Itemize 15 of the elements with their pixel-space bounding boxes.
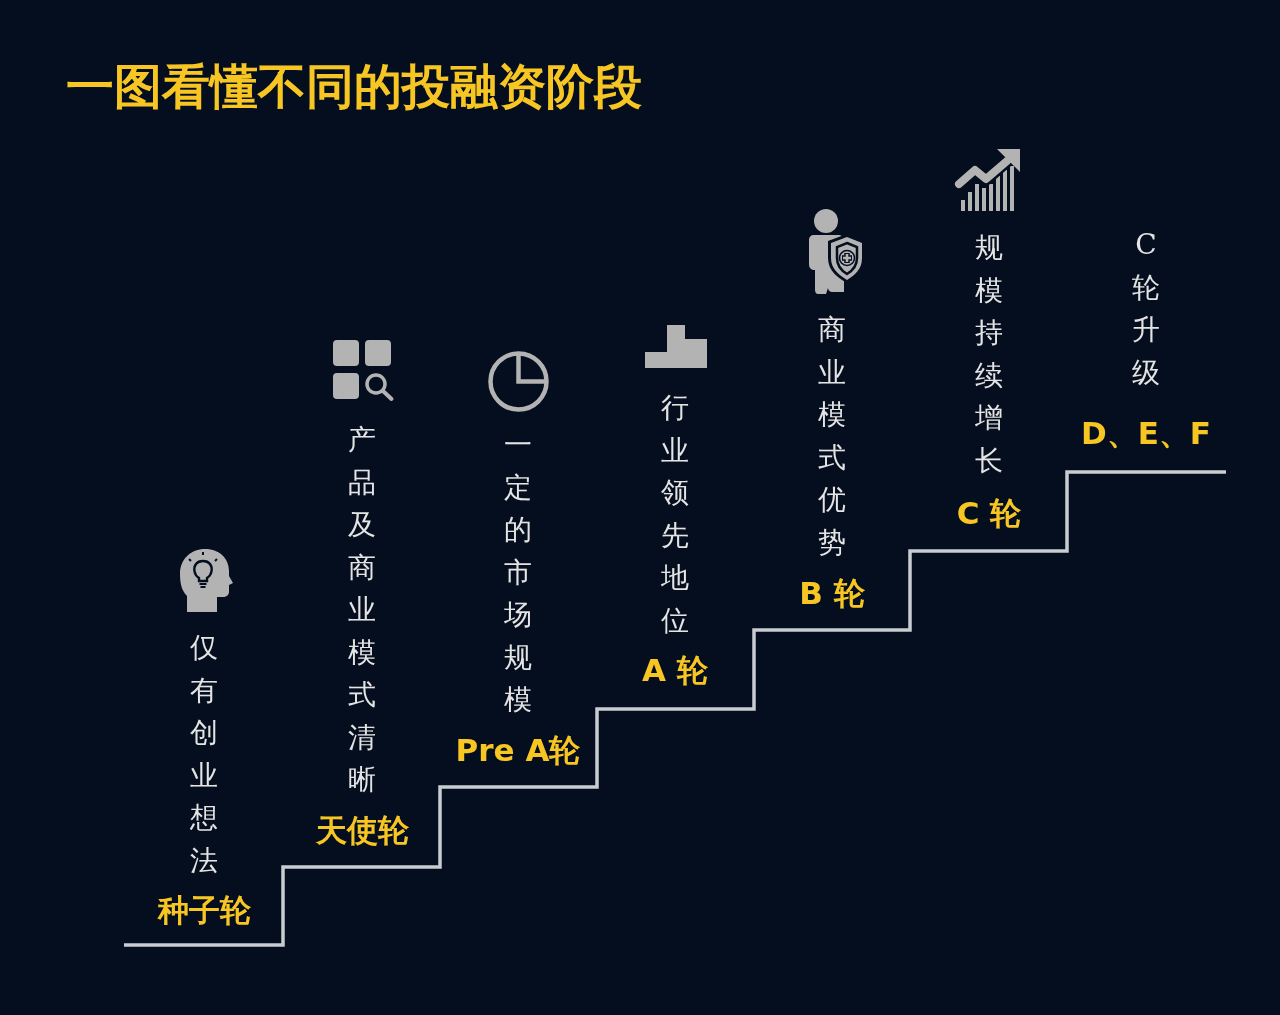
stage-name: 种子轮 [157,891,251,929]
stage-description: C轮升级 [1132,227,1160,391]
stage-name: C 轮 [956,494,1022,532]
stage-description: 行业领先地位 [661,390,689,639]
stage-name: A 轮 [642,651,708,689]
stage-description: 仅有创业想法 [190,630,218,879]
stage-description: 一定的市场规模 [504,427,532,718]
stage-description: 规模持续增长 [975,230,1003,479]
stage-name: 天使轮 [315,811,409,849]
stage-name: B 轮 [799,574,865,612]
title: 一图看懂不同的投融资阶段 [66,57,642,116]
stage-name: D、E、F [1080,414,1212,452]
stage-description: 商业模式优势 [818,312,846,561]
stage-description: 产品及商业模式清晰 [348,422,376,798]
stage-name: Pre A轮 [455,731,581,769]
